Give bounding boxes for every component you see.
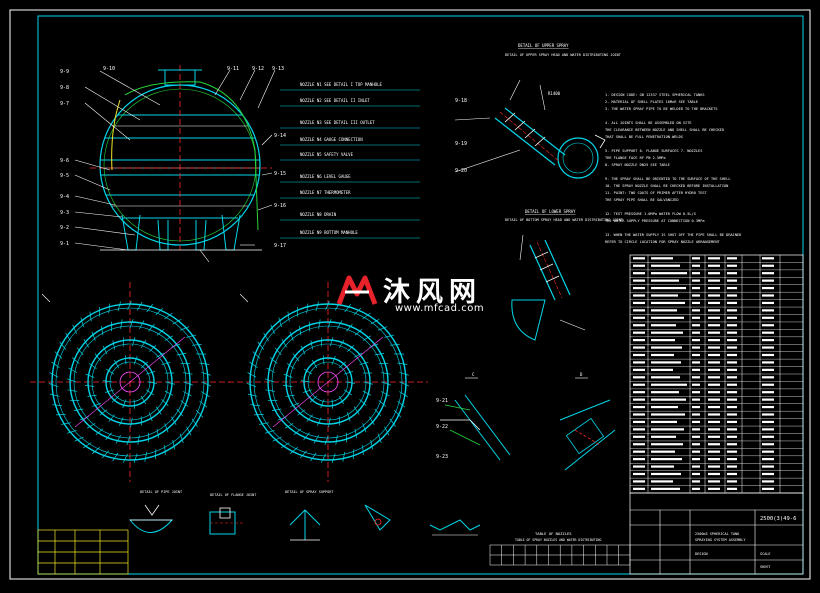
svg-text:NOZZLE N3 SEE DETAIL III OUT: NOZZLE N3 SEE DETAIL III OUTLET — [300, 120, 375, 125]
svg-text:DETAIL OF PIPE JOINT: DETAIL OF PIPE JOINT — [140, 490, 183, 494]
svg-text:DESIGN: DESIGN — [695, 552, 708, 556]
svg-text:11. PAINT: TWO COATS OF PRIMER: 11. PAINT: TWO COATS OF PRIMER AFTER HYD… — [605, 191, 708, 195]
svg-text:TABLE OF NOZZLES: TABLE OF NOZZLES — [535, 531, 572, 536]
node-details-middle: C D — [440, 372, 615, 470]
svg-text:NOZZLE N4 GAUGE CONNECTION: NOZZLE N4 GAUGE CONNECTION — [300, 137, 363, 142]
svg-text:NOZZLE N9 BOTTOM MANHOLE: NOZZLE N9 BOTTOM MANHOLE — [300, 230, 358, 235]
callout-label: 9-6 — [60, 158, 69, 164]
watermark-site: www.mfcad.com — [395, 303, 484, 314]
svg-text:THAT SHALL BE FULL PENETRATION: THAT SHALL BE FULL PENETRATION WELDS — [605, 135, 683, 139]
callout-label: 9-17 — [274, 243, 286, 249]
svg-text:NOZZLE N5 SAFETY VALVE: NOZZLE N5 SAFETY VALVE — [300, 152, 354, 157]
callout-label: 9-20 — [455, 168, 467, 174]
drawing-number: 2500(3)49-6 — [760, 516, 796, 522]
svg-text:2500m3 SPHERICAL TANK: 2500m3 SPHERICAL TANK — [695, 532, 740, 536]
svg-text:NOZZLE N2 SEE DETAIL II INLE: NOZZLE N2 SEE DETAIL II INLET — [300, 98, 370, 103]
callout-label: 9-16 — [274, 203, 286, 209]
callout-label: 9-23 — [436, 454, 448, 460]
svg-text:R1400: R1400 — [548, 91, 561, 96]
title-block: 2500(3)49-6 2500m3 SPHERICAL TANK SPRAYI… — [630, 493, 803, 574]
technical-notes: 1. DESIGN CODE: GB 12337 STEEL SPHERICAL… — [605, 93, 741, 244]
svg-text:NOZZLE N1 SEE DETAIL I TOP M: NOZZLE N1 SEE DETAIL I TOP MANHOLE — [300, 82, 382, 87]
callout-label: 9-22 — [436, 424, 448, 430]
svg-text:10. THE SPRAY NOZZLE SHALL BE: 10. THE SPRAY NOZZLE SHALL BE CHECKED BE… — [605, 184, 728, 188]
svg-text:5. PIPE SUPPORT 6. FLANGE SU: 5. PIPE SUPPORT 6. FLANGE SURFACES 7. NO… — [605, 149, 702, 153]
svg-text:REFER TO CIRCLE LOCATION FOR S: REFER TO CIRCLE LOCATION FOR SPRAY NOZZL… — [605, 240, 721, 244]
svg-text:DETAIL OF UPPER SPRAY HEAD AND: DETAIL OF UPPER SPRAY HEAD AND WATER DIS… — [505, 53, 622, 57]
callout-label: 9-19 — [455, 141, 467, 147]
nozzle-schedule-table: TABLE OF NOZZLES TABLE OF SPRAY NOZZLES … — [490, 531, 630, 565]
svg-text:8. SPRAY NOZZLE DN25 SEE TAB: 8. SPRAY NOZZLE DN25 SEE TABLE — [605, 163, 670, 167]
svg-text:NOZZLE N8 DRAIN: NOZZLE N8 DRAIN — [300, 212, 337, 217]
svg-text:9. THE SPRAY SHALL BE ORIENTED: 9. THE SPRAY SHALL BE ORIENTED TO THE SU… — [605, 177, 731, 181]
callout-label: 9-11 — [227, 66, 239, 72]
svg-text:NOZZLE N6 LEVEL GAUGE: NOZZLE N6 LEVEL GAUGE — [300, 174, 351, 179]
callout-label: 9-4 — [60, 194, 69, 200]
svg-text:1. DESIGN CODE: GB 12337 STEEL: 1. DESIGN CODE: GB 12337 STEEL SPHERICAL… — [605, 93, 705, 97]
detail-view-upper: DETAIL OF UPPER SPRAY DETAIL OF UPPER SP… — [455, 43, 622, 178]
callout-label: 9-14 — [274, 133, 286, 139]
svg-text:THE SPRAY PIPE SHALL BE GALVAN: THE SPRAY PIPE SHALL BE GALVANIZED — [605, 198, 679, 202]
callout-label: 9-8 — [60, 85, 69, 91]
mf-logo-icon — [335, 272, 379, 308]
section-details-bottom: DETAIL OF PIPE JOINT DETAIL OF FLANGE JO… — [130, 490, 480, 540]
callout-label: 9-18 — [455, 98, 467, 104]
callout-label: 9-15 — [274, 171, 286, 177]
callout-label: 9-21 — [436, 398, 448, 404]
svg-text:TABLE OF SPRAY NOZZLES AND WAT: TABLE OF SPRAY NOZZLES AND WATER DISTRIB… — [515, 538, 601, 542]
revision-table — [38, 530, 128, 574]
svg-text:THE FLANGE FACE RF PN 2.5MPa: THE FLANGE FACE RF PN 2.5MPa — [605, 156, 666, 160]
svg-text:DETAIL OF SPRAY SUPPORT: DETAIL OF SPRAY SUPPORT — [285, 490, 334, 494]
svg-text:D: D — [580, 372, 583, 377]
svg-text:SPRAYING SYSTEM ASSEMBLY: SPRAYING SYSTEM ASSEMBLY — [695, 538, 746, 542]
elevation-view: NOZZLE N1 SEE DETAIL I TOP MANHOLE NOZZL… — [60, 65, 467, 460]
callout-label: 9-2 — [60, 225, 69, 231]
svg-text:3. THE WATER SPRAY PIPE TO BE: 3. THE WATER SPRAY PIPE TO BE WELDED TO … — [605, 107, 718, 111]
detail-view-lower: DETAIL OF LOWER SPRAY DETAIL OF BOTTOM S… — [505, 209, 624, 340]
svg-text:DETAIL OF FLANGE JOINT: DETAIL OF FLANGE JOINT — [210, 493, 257, 497]
watermark: 沐风网 www.mfcad.com — [335, 270, 505, 320]
callout-label: 9-5 — [60, 173, 69, 179]
callout-label: 9-10 — [103, 66, 115, 72]
callout-label: 9-7 — [60, 101, 69, 107]
callout-label: 9-9 — [60, 69, 69, 75]
callout-label: 9-3 — [60, 210, 69, 216]
svg-text:4. ALL JOINTS SHALL BE ASSEMBL: 4. ALL JOINTS SHALL BE ASSEMBLED ON SITE — [605, 121, 692, 125]
plan-view-left — [30, 282, 230, 482]
callout-label: 9-1 — [60, 241, 69, 247]
parts-list-table — [630, 255, 803, 493]
svg-text:SHEET: SHEET — [760, 565, 771, 569]
svg-text:12. TEST PRESSURE 1.0MPa WAT: 12. TEST PRESSURE 1.0MPa WATER FLOW 0.5L… — [605, 212, 696, 216]
callout-label: 9-13 — [272, 66, 284, 72]
svg-text:SCALE: SCALE — [760, 552, 771, 556]
svg-text:C: C — [472, 372, 475, 377]
callout-label: 9-12 — [252, 66, 264, 72]
svg-text:13. WHEN THE WATER SUPPLY IS S: 13. WHEN THE WATER SUPPLY IS SHUT OFF TH… — [605, 233, 741, 237]
svg-text:NOZZLE N7 THERMOMETER: NOZZLE N7 THERMOMETER — [300, 190, 351, 195]
svg-text:THE CLEARANCE BETWEEN NOZZLE A: THE CLEARANCE BETWEEN NOZZLE AND SHELL S… — [605, 128, 724, 132]
svg-text:DETAIL OF UPPER SPRAY: DETAIL OF UPPER SPRAY — [518, 43, 569, 48]
svg-text:DETAIL OF LOWER SPRAY: DETAIL OF LOWER SPRAY — [525, 209, 576, 214]
svg-text:THE WATER SUPPLY PRESSURE AT C: THE WATER SUPPLY PRESSURE AT CONNECTION … — [605, 219, 705, 223]
svg-text:2. MATERIAL OF SHELL PLATES 16: 2. MATERIAL OF SHELL PLATES 16MnR SEE TA… — [605, 100, 698, 104]
